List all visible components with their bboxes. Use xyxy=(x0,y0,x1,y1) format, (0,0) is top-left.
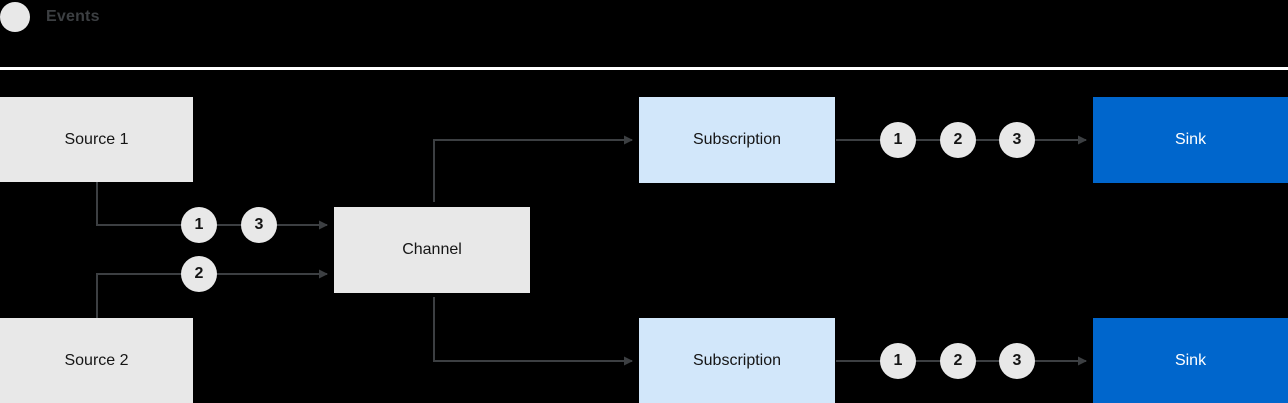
node-sink-top-label: Sink xyxy=(1174,131,1207,148)
event-badge-label: 1 xyxy=(194,216,204,233)
event-badge-label: 2 xyxy=(194,265,204,282)
node-subscription-bottom-label: Subscription xyxy=(692,351,782,369)
legend: Events xyxy=(0,0,1288,33)
node-channel-label: Channel xyxy=(402,241,462,258)
event-badge-label: 3 xyxy=(1012,131,1022,148)
event-badge-label: 1 xyxy=(893,131,903,148)
event-badge-label: 2 xyxy=(953,131,963,148)
node-subscription-top-label: Subscription xyxy=(692,131,782,148)
node-source-1[interactable]: Source 1 xyxy=(0,97,193,182)
event-badge: 2 xyxy=(940,122,976,158)
event-badge: 1 xyxy=(880,122,916,158)
event-badge-label: 3 xyxy=(254,216,264,233)
event-badge: 3 xyxy=(241,207,277,243)
event-badge-label: 1 xyxy=(893,352,903,369)
event-badge: 2 xyxy=(940,343,976,379)
node-subscription-bottom[interactable]: Subscription xyxy=(639,318,835,403)
divider xyxy=(0,67,1288,70)
node-source-2[interactable]: Source 2 xyxy=(0,318,193,403)
node-subscription-top[interactable]: Subscription xyxy=(639,97,835,183)
node-sink-bottom[interactable]: Sink xyxy=(1093,318,1288,403)
event-badge: 1 xyxy=(880,343,916,379)
event-dot-icon xyxy=(0,1,30,32)
legend-label: Events xyxy=(46,7,100,25)
node-source-2-label: Source 2 xyxy=(64,351,129,369)
node-sink-top[interactable]: Sink xyxy=(1093,97,1288,183)
event-badge: 3 xyxy=(999,343,1035,379)
event-badge-label: 3 xyxy=(1012,352,1022,369)
node-source-1-label: Source 1 xyxy=(64,130,129,148)
node-channel[interactable]: Channel xyxy=(334,207,530,293)
event-badge: 3 xyxy=(999,122,1035,158)
event-badge: 1 xyxy=(181,207,217,243)
event-badge: 2 xyxy=(181,256,217,292)
node-sink-bottom-label: Sink xyxy=(1174,351,1207,369)
event-badge-label: 2 xyxy=(953,352,963,369)
